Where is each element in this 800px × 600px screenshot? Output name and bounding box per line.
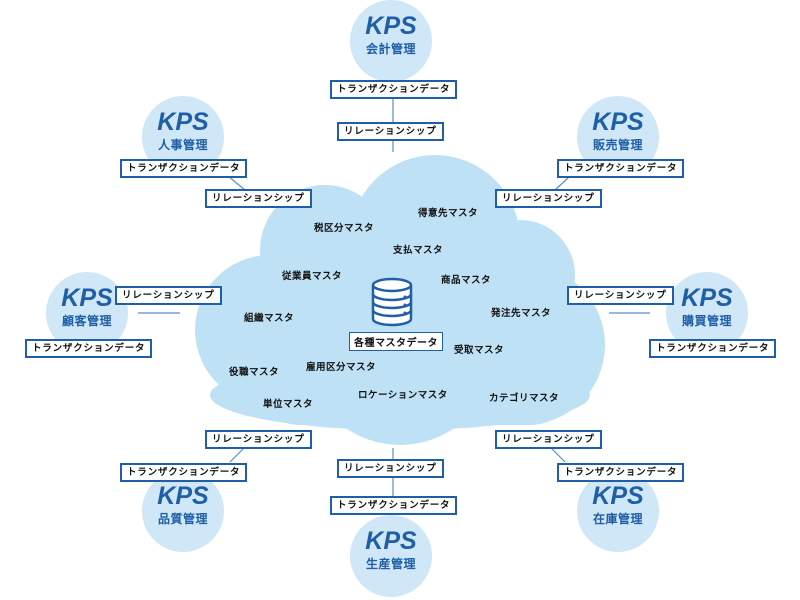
system-node-inventory: KPS 在庫管理 [577, 470, 659, 552]
system-name: 在庫管理 [592, 512, 643, 526]
master-item: 商品マスタ [441, 275, 492, 286]
connector-line [227, 175, 246, 191]
master-item: ロケーションマスタ [358, 390, 448, 401]
connector-line [554, 175, 571, 191]
relationship-tag: リレーションシップ [337, 122, 444, 141]
system-name: 顧客管理 [61, 314, 112, 328]
kps-logo: KPS [365, 527, 417, 555]
transaction-data-tag: トランザクションデータ [120, 463, 248, 482]
system-name: 会計管理 [365, 42, 416, 56]
master-item: 税区分マスタ [314, 223, 375, 234]
master-data-label: 各種マスタデータ [349, 332, 443, 351]
system-name: 人事管理 [157, 138, 208, 152]
connector-line [229, 446, 246, 463]
transaction-data-tag: トランザクションデータ [330, 496, 458, 515]
transaction-data-tag: トランザクションデータ [557, 463, 685, 482]
master-item: 支払マスタ [393, 245, 444, 256]
system-name: 購買管理 [681, 314, 732, 328]
connector-lines [138, 98, 650, 497]
master-item: 発注先マスタ [491, 308, 552, 319]
relationship-tag: リレーションシップ [567, 286, 674, 305]
master-item: 単位マスタ [263, 399, 314, 410]
relationship-tag: リレーションシップ [205, 430, 312, 449]
connector-line [549, 446, 566, 463]
kps-logo: KPS [681, 284, 733, 312]
transaction-data-tag: トランザクションデータ [330, 80, 458, 99]
master-item: カテゴリマスタ [489, 393, 560, 404]
system-name: 生産管理 [365, 557, 416, 571]
kps-logo: KPS [592, 482, 644, 510]
transaction-data-tag: トランザクションデータ [649, 339, 777, 358]
master-item: 役職マスタ [229, 367, 280, 378]
relationship-tag: リレーションシップ [495, 189, 602, 208]
transaction-data-tag: トランザクションデータ [557, 159, 685, 178]
relationship-tag: リレーションシップ [115, 286, 222, 305]
transaction-data-tag: トランザクションデータ [25, 339, 153, 358]
system-name: 品質管理 [157, 512, 208, 526]
relationship-tag: リレーションシップ [205, 189, 312, 208]
master-item: 得意先マスタ [418, 208, 479, 219]
kps-logo: KPS [157, 482, 209, 510]
master-item: 組織マスタ [244, 313, 295, 324]
master-item: 従業員マスタ [282, 271, 343, 282]
master-item: 雇用区分マスタ [306, 362, 377, 373]
system-node-production: KPS 生産管理 [350, 515, 432, 597]
kps-logo: KPS [61, 284, 113, 312]
system-node-quality: KPS 品質管理 [142, 470, 224, 552]
kps-logo: KPS [365, 12, 417, 40]
master-item: 受取マスタ [454, 345, 505, 356]
kps-logo: KPS [592, 108, 644, 136]
kps-logo: KPS [157, 108, 209, 136]
system-node-accounting: KPS 会計管理 [350, 0, 432, 82]
relationship-tag: リレーションシップ [495, 430, 602, 449]
transaction-data-tag: トランザクションデータ [120, 159, 248, 178]
database-icon [371, 277, 413, 327]
system-name: 販売管理 [592, 138, 643, 152]
relationship-tag: リレーションシップ [337, 459, 444, 478]
